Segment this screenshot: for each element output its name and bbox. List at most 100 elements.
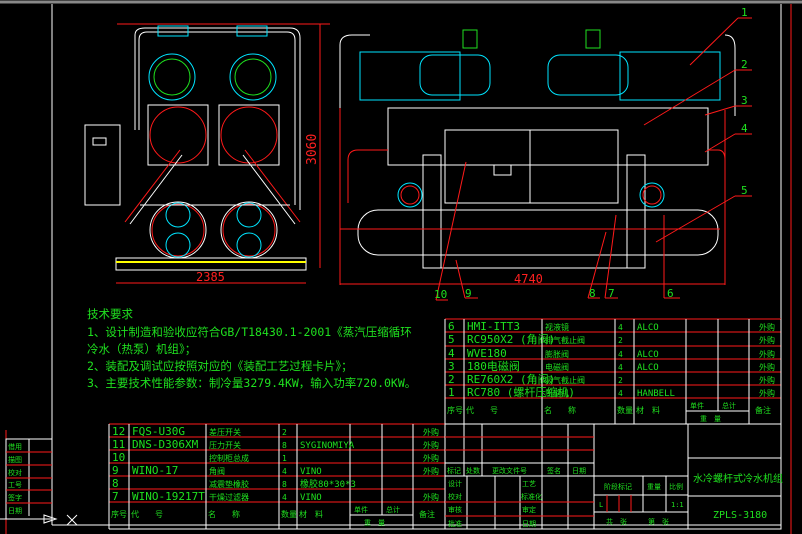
cell-note: 外购: [423, 453, 439, 463]
svg-text:2: 2: [741, 58, 748, 71]
svg-text:10: 10: [434, 288, 447, 301]
svg-text:日期: 日期: [8, 507, 22, 515]
svg-text:借用: 借用: [8, 442, 22, 451]
dim-height: 3060: [305, 134, 320, 165]
cell-code: RC950X2 (角阀): [467, 332, 555, 346]
cell-no: 4: [448, 347, 455, 360]
cell-mat: SYGINOMIYA: [300, 441, 355, 451]
cell-code: FQS-U30G: [132, 425, 185, 438]
svg-text:单件: 单件: [690, 401, 704, 410]
cell-qty: 4: [618, 389, 623, 398]
cell-no: 5: [448, 333, 455, 346]
cell-qty: 4: [282, 493, 287, 502]
cell-name: 膨胀阀: [545, 349, 569, 359]
svg-text:校对: 校对: [8, 468, 22, 477]
cell-name: 角阀: [209, 466, 225, 476]
cell-note: 外购: [759, 322, 775, 332]
svg-text:冷水（热泵）机组》；: 冷水（热泵）机组》；: [87, 342, 196, 356]
cell-qty: 4: [618, 363, 623, 372]
cell-qty: 2: [618, 376, 623, 385]
cell-code: RE760X2 (角阀): [467, 372, 555, 386]
svg-text:签字: 签字: [8, 493, 22, 502]
cell-no: 2: [448, 373, 455, 386]
header-code: 代 号: [131, 509, 163, 519]
cell-qty: 4: [618, 323, 623, 332]
svg-text:1:1: 1:1: [671, 501, 684, 509]
side-strip: 借用 描图 校对 工号 签字 日期: [0, 438, 78, 526]
svg-text:审定: 审定: [522, 505, 536, 514]
cell-code: DNS-D306XM: [132, 438, 199, 451]
header-qty: 数量: [281, 509, 297, 519]
cell-name: 压力开关: [209, 440, 241, 450]
cell-name: 控制柜总成: [209, 453, 249, 463]
svg-text:备注: 备注: [419, 509, 435, 519]
front-view: 3060 2385: [84, 23, 330, 284]
svg-text:工艺: 工艺: [522, 480, 536, 488]
svg-text:8: 8: [589, 287, 596, 300]
svg-text:重 量: 重 量: [700, 415, 721, 423]
svg-text:重量: 重量: [647, 483, 661, 491]
cell-no: 7: [112, 490, 119, 503]
svg-text:审核: 审核: [448, 505, 462, 514]
cell-mat: ALCO: [637, 363, 659, 373]
svg-text:1、设计制造和验收应符合GB/T18430.1-2001《蒸: 1、设计制造和验收应符合GB/T18430.1-2001《蒸汽压缩循环: [87, 325, 412, 339]
cell-code: WINO-17: [132, 464, 178, 477]
svg-text:描图: 描图: [8, 455, 22, 464]
title-block: 标记 处数 更改文件号 签名 日期 设计 校对 审核 批准 工艺 标准化 审定 …: [444, 423, 783, 530]
header-qty: 数量: [617, 405, 633, 415]
cell-code: WVE180: [467, 347, 507, 360]
header-name: 名 称: [208, 509, 240, 519]
cell-name: 排气截止阀: [545, 335, 585, 345]
evaporator: [357, 209, 719, 256]
ucs-arrow-icon: [43, 514, 58, 524]
svg-text:标准化: 标准化: [521, 492, 542, 501]
svg-text:阶段标记: 阶段标记: [604, 482, 632, 491]
header-name: 名 称: [544, 405, 576, 415]
svg-text:比例: 比例: [669, 482, 683, 491]
cell-name: 吸气截止阀: [545, 375, 585, 385]
svg-text:批准: 批准: [448, 519, 462, 528]
cell-name: 压缩机: [545, 388, 569, 398]
drawing-title: 水冷螺杆式冷水机组: [693, 472, 783, 485]
svg-text:备注: 备注: [755, 405, 771, 415]
table-row: 2 RE760X2 (角阀)吸气截止阀 2 外购: [448, 372, 775, 386]
svg-text:第 张: 第 张: [648, 517, 669, 526]
cell-note: 外购: [423, 492, 439, 502]
control-box: [84, 124, 121, 206]
svg-text:7: 7: [608, 287, 615, 300]
header-mat: 材 料: [299, 509, 323, 519]
cell-note: 外购: [423, 427, 439, 437]
header-no: 序号: [111, 509, 127, 519]
svg-text:标记: 标记: [447, 466, 461, 475]
cell-name: 干燥过滤器: [209, 492, 249, 502]
cell-mat: HANBELL: [637, 389, 675, 399]
header-mat: 材 料: [636, 405, 660, 415]
cell-note: 外购: [423, 440, 439, 450]
header-no: 序号: [447, 405, 463, 415]
svg-text:设计: 设计: [448, 479, 462, 488]
cell-mat: 橡胶80*30*3: [300, 478, 356, 490]
cell-note: 外购: [759, 388, 775, 398]
cell-qty: 4: [618, 350, 623, 359]
svg-text:总计: 总计: [386, 505, 400, 514]
cell-qty: 2: [618, 336, 623, 345]
cell-no: 12: [112, 425, 125, 438]
cell-no: 11: [112, 438, 125, 451]
cell-mat: ALCO: [637, 350, 659, 360]
cell-mat: VINO: [300, 467, 322, 477]
cell-no: 9: [112, 464, 119, 477]
cell-note: 外购: [759, 375, 775, 385]
condenser: [387, 107, 709, 166]
svg-text:更改文件号: 更改文件号: [492, 466, 527, 475]
